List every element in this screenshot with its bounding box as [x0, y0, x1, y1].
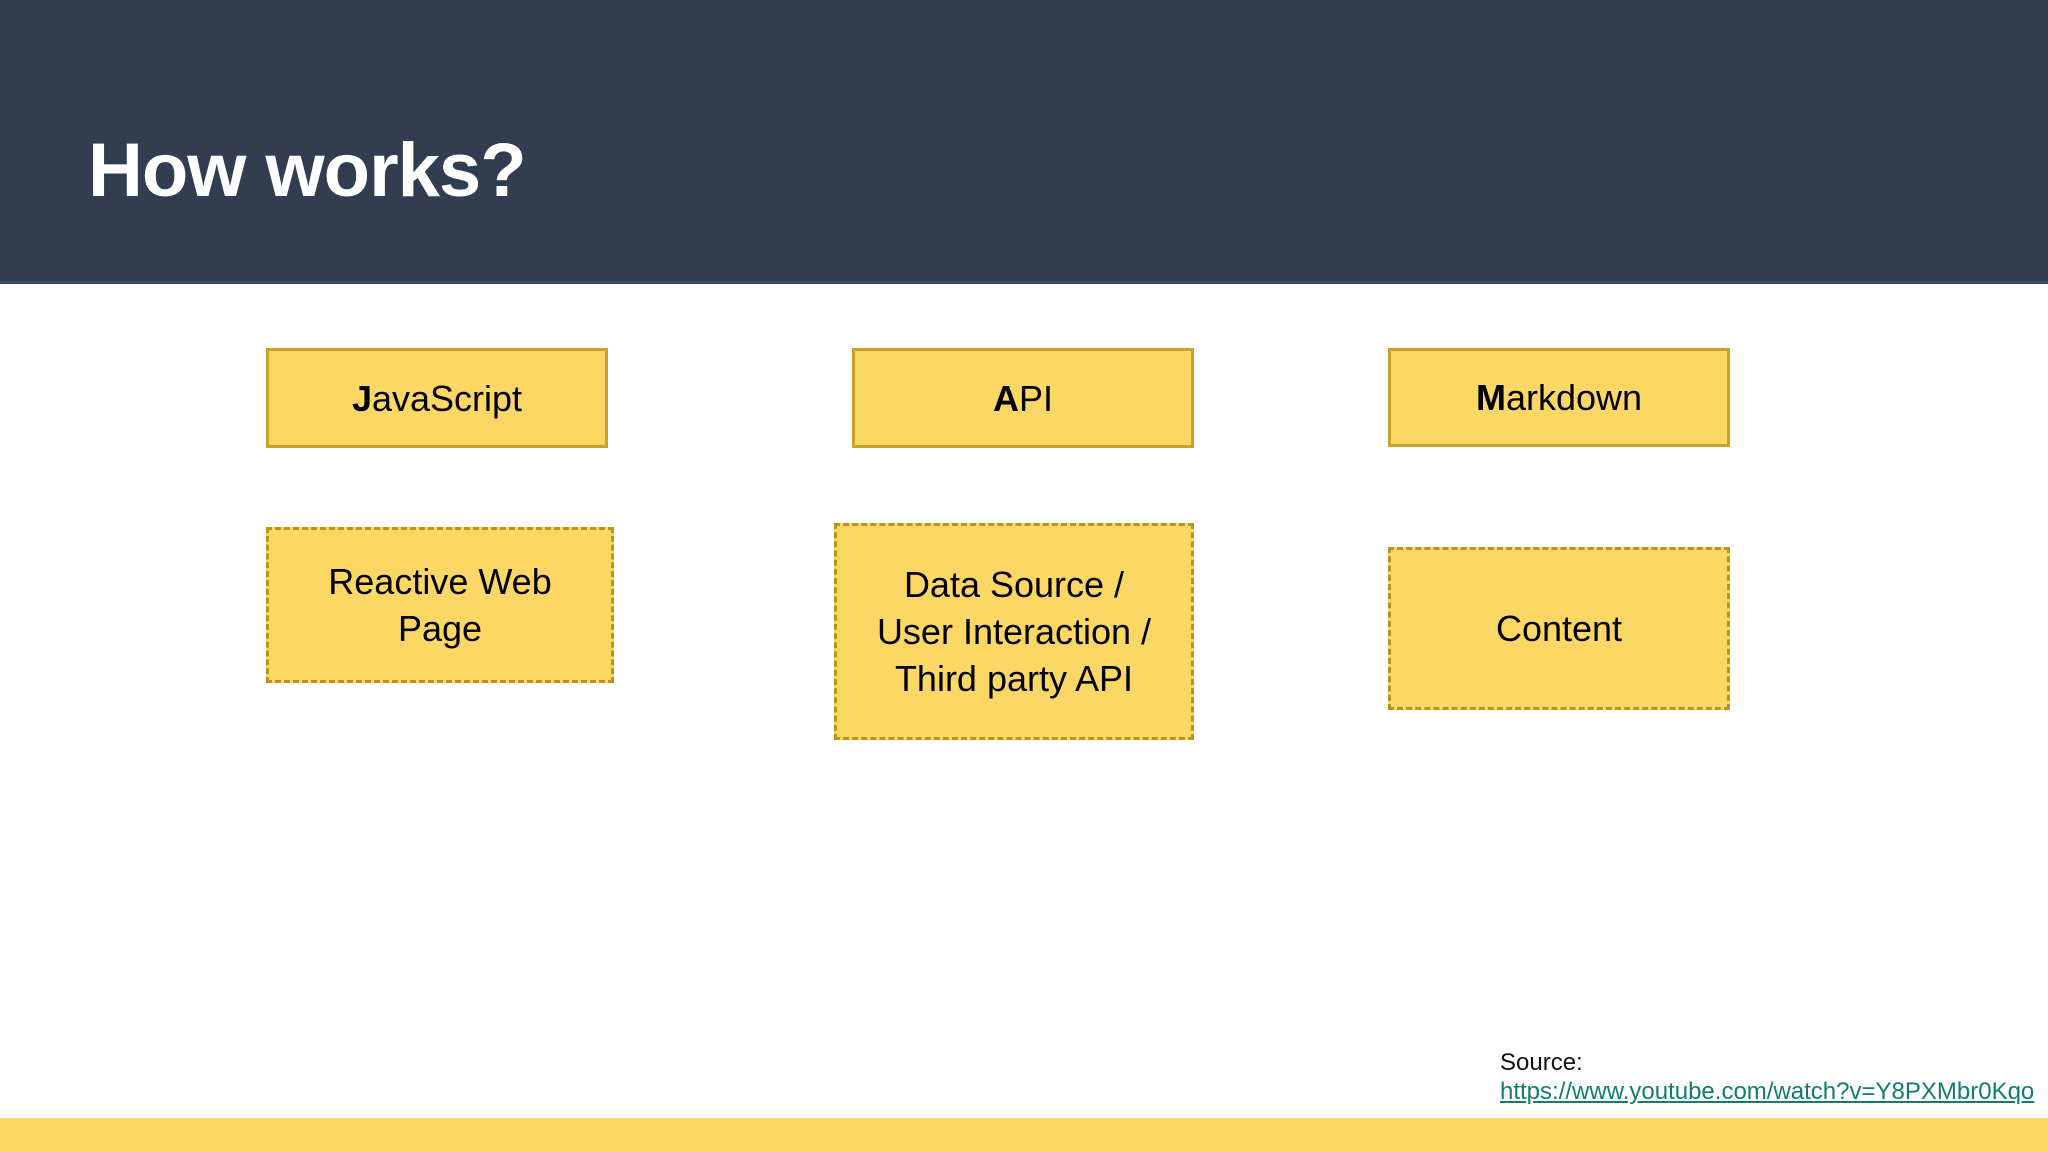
concept-box-api-rest: PI	[1018, 377, 1053, 419]
source-url-link[interactable]: https://www.youtube.com/watch?v=Y8PXMbr0…	[1500, 1078, 2035, 1105]
concept-box-markdown[interactable]: Markdown	[1388, 348, 1730, 447]
detail-line: User Interaction /	[876, 611, 1152, 652]
concept-box-javascript-label: JavaScript	[269, 375, 605, 422]
detail-box-content-label: Content	[1495, 608, 1623, 649]
concept-box-api-initial: A	[992, 377, 1019, 419]
page-title: How works?	[88, 128, 527, 213]
detail-box-data-source-label: Data Source / User Interaction / Third par…	[837, 561, 1191, 702]
concept-box-markdown-rest: arkdown	[1505, 377, 1643, 418]
detail-line: Page	[397, 608, 483, 649]
concept-box-javascript[interactable]: JavaScript	[266, 348, 608, 448]
concept-box-api[interactable]: API	[852, 348, 1194, 448]
detail-box-data-source[interactable]: Data Source / User Interaction / Third par…	[834, 523, 1194, 740]
detail-box-content[interactable]: Content	[1388, 547, 1730, 710]
slide-header: How works?	[0, 0, 2048, 284]
source-label: Source:	[1500, 1049, 1583, 1076]
bottom-accent-bar	[0, 1118, 2048, 1152]
source-note: Source: https://www.youtube.com/watch?v=…	[1500, 1048, 2034, 1106]
concept-box-markdown-label: Markdown	[1391, 374, 1727, 421]
detail-line: Third party API	[894, 658, 1134, 699]
detail-line: Data Source /	[903, 564, 1125, 605]
concept-box-javascript-rest: avaScript	[371, 377, 523, 419]
concept-box-javascript-initial: J	[351, 377, 372, 419]
detail-line: Reactive Web	[328, 561, 552, 602]
concept-box-markdown-initial: M	[1475, 377, 1506, 418]
concept-box-api-label: API	[855, 375, 1191, 422]
